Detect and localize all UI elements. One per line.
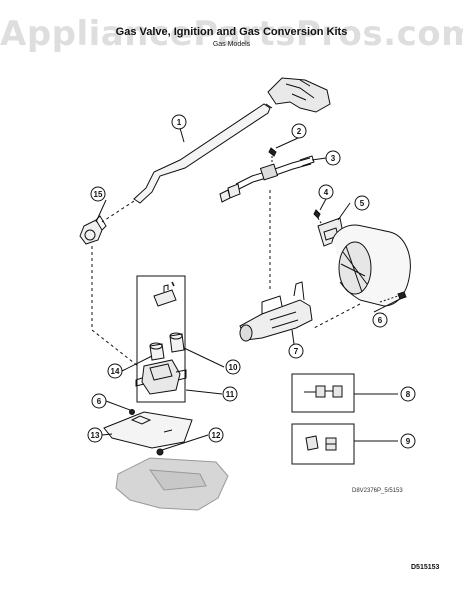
callout-10: 10 (229, 363, 238, 372)
callout-2: 2 (297, 127, 302, 136)
part-nut-12 (156, 448, 164, 456)
part-valve-bracket (153, 281, 177, 307)
callout-4: 4 (324, 188, 329, 197)
part-coil-14 (149, 342, 165, 361)
callout-circle (91, 393, 107, 409)
callout-circle (208, 427, 224, 443)
diagram-subtitle: Gas Models (212, 41, 251, 48)
kit-9-box (291, 423, 355, 465)
callout-6-upper: 6 (378, 316, 383, 325)
callout-circle (90, 186, 106, 202)
part-coil-10 (169, 332, 185, 353)
callout-11: 11 (226, 390, 235, 399)
drawing-code: D8V2376P_5/5153 (352, 488, 403, 494)
callout-circle (225, 359, 241, 375)
callout-3: 3 (331, 154, 336, 163)
callout-1: 1 (177, 118, 182, 127)
callout-circle (291, 123, 307, 139)
part-ignitor (239, 281, 313, 342)
callout-circle (325, 150, 341, 166)
callout-circle (222, 386, 238, 402)
callout-circle (318, 184, 334, 200)
callout-circle (171, 114, 187, 130)
callout-8: 8 (406, 390, 411, 399)
part-wire-harness (219, 155, 315, 203)
part-mounting-plate (103, 411, 193, 449)
part-elbow-fitting (79, 215, 107, 245)
part-burner-housing (331, 224, 411, 307)
callout-12: 12 (212, 431, 221, 440)
diagram-title: Gas Valve, Ignition and Gas Conversion K… (115, 26, 348, 38)
callout-circle (87, 427, 103, 443)
part-gas-valve-body (135, 359, 187, 395)
part-screw-6-upper (379, 291, 407, 303)
part-screw-6-lower (129, 409, 135, 415)
callout-5: 5 (360, 199, 365, 208)
callout-7: 7 (294, 347, 299, 356)
kit-8-box (291, 373, 355, 413)
callout-circle (372, 312, 388, 328)
callout-14: 14 (111, 367, 120, 376)
part-gas-pipe (133, 77, 331, 204)
callout-circle (288, 343, 304, 359)
callout-9: 9 (406, 437, 411, 446)
page-code: D515153 (411, 564, 440, 571)
callout-circle (400, 386, 416, 402)
callout-15: 15 (94, 190, 103, 199)
callout-circle (400, 433, 416, 449)
valve-assembly-box (136, 275, 186, 403)
callout-13: 13 (91, 431, 100, 440)
callout-circle (354, 195, 370, 211)
callout-6-lower: 6 (97, 397, 102, 406)
dryer-base-panel (115, 457, 229, 511)
callout-circle (107, 363, 123, 379)
